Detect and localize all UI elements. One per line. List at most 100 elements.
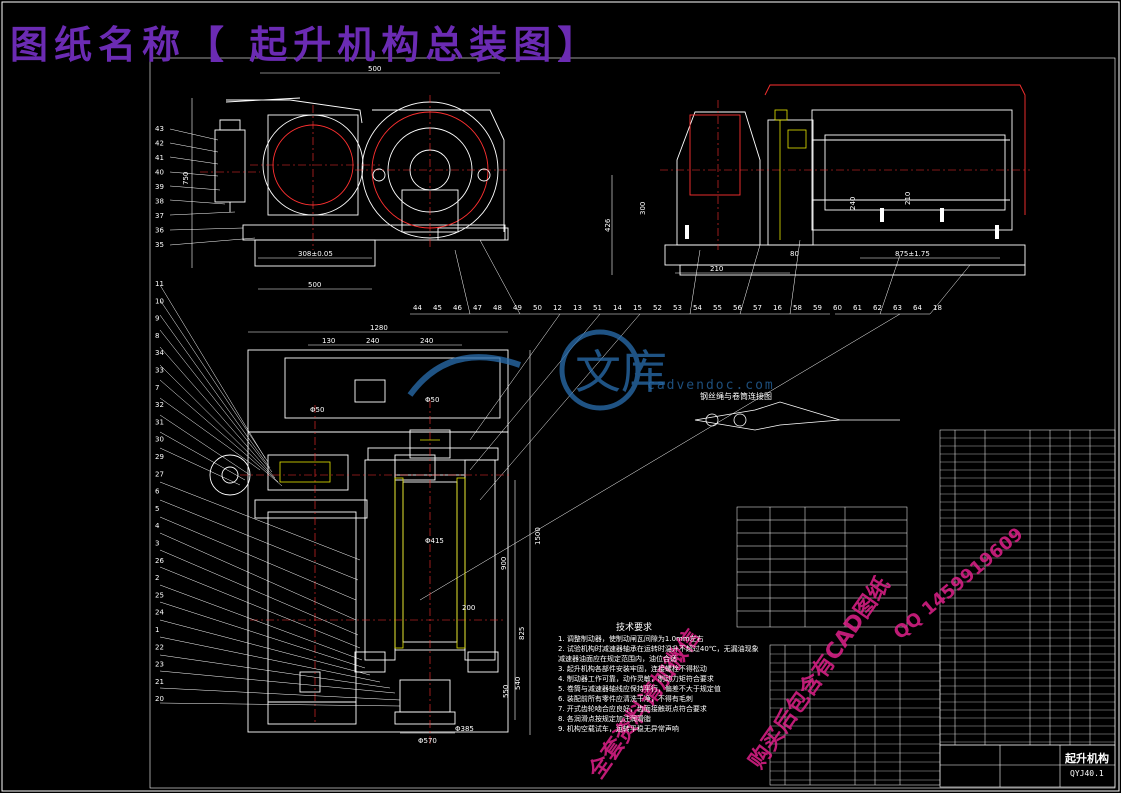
label-text: 240 — [849, 197, 857, 210]
label-text: 210 — [904, 192, 912, 205]
main-yellow-details — [279, 439, 466, 649]
label-text: 60 — [833, 304, 842, 312]
label-text: 4 — [155, 522, 160, 530]
label-text: Φ415 — [425, 537, 444, 545]
label-text: 80 — [790, 250, 799, 258]
label-text: 51 — [593, 304, 602, 312]
label-text: 13 — [573, 304, 582, 312]
label-text: 35 — [155, 241, 164, 249]
label-text: 540 — [514, 677, 522, 690]
label-text: 500 — [368, 65, 381, 73]
label-text: 34 — [155, 349, 164, 357]
label-text: 41 — [155, 154, 164, 162]
label-text: 1280 — [370, 324, 388, 332]
tech-requirement-item: 9. 机构空载试车，运转平稳无异常声响 — [558, 725, 679, 733]
label-text: 825 — [518, 627, 526, 640]
tech-requirement-item: 2. 试验机构时减速器轴承在运转时温升不超过40℃，无漏油现象 — [558, 645, 759, 653]
label-text: 10 — [155, 297, 164, 305]
label-text: 20 — [155, 695, 164, 703]
parts-list — [939, 429, 1116, 746]
label-text: 62 — [873, 304, 882, 312]
label-text: 59 — [813, 304, 822, 312]
label-text: 6 — [155, 488, 160, 496]
label-text: 550 — [502, 685, 510, 698]
label-text: 11 — [155, 280, 164, 288]
label-text: 426 — [604, 218, 612, 232]
lower-parts-list — [769, 644, 941, 786]
label-text: 49 — [513, 304, 522, 312]
label-text: 750 — [182, 172, 190, 185]
label-text: 39 — [155, 183, 164, 191]
drawing-title: 图纸名称【 起升机构总装图】 — [10, 22, 602, 67]
inset-label: 钢丝绳与卷筒连接图 — [700, 392, 772, 401]
top-left-view — [169, 72, 509, 290]
label-text: 875±1.75 — [895, 250, 930, 258]
label-text: 2 — [155, 574, 159, 582]
label-text: 30 — [155, 436, 164, 444]
tech-requirements-list: 1. 调整制动器，使制动闸瓦间隙为1.0mm左右 2. 试验机构时减速器轴承在运转… — [558, 634, 759, 734]
label-text: 8 — [155, 332, 159, 340]
label-text: 58 — [793, 304, 802, 312]
tech-requirement-item: 8. 各润滑点按规定加注润滑脂 — [558, 715, 651, 723]
label-text: 3 — [155, 540, 159, 548]
label-text: 31 — [155, 418, 164, 426]
watermark-logo: 文库 — [407, 329, 667, 411]
label-text: Φ385 — [455, 725, 474, 733]
label-text: 18 — [933, 304, 942, 312]
title-block — [939, 744, 1116, 788]
watermark-stamp-2: 购买后包含有CAD图纸 — [744, 572, 896, 773]
label-text: 29 — [155, 453, 164, 461]
label-text: 26 — [155, 557, 164, 565]
label-text: 50 — [533, 304, 542, 312]
label-text: 64 — [913, 304, 922, 312]
label-text: 47 — [473, 304, 482, 312]
label-text: 1500 — [534, 527, 542, 545]
label-text: 16 — [773, 304, 782, 312]
titleblock-drawing-name: 起升机构 — [1065, 752, 1109, 765]
label-text: 1 — [155, 626, 159, 634]
label-text: 130 — [322, 337, 335, 345]
top-left-centerlines — [200, 95, 510, 250]
label-text: 900 — [500, 557, 508, 570]
label-text: 25 — [155, 591, 164, 599]
label-text: 40 — [155, 169, 164, 177]
label-text: 33 — [155, 367, 164, 375]
tech-requirement-item: 4. 制动器工作可靠，动作灵敏，制动力矩符合要求 — [558, 675, 714, 683]
titleblock-drawing-code: QYJ40.1 — [1070, 769, 1104, 778]
label-text: Φ50 — [310, 406, 324, 414]
label-text: 61 — [853, 304, 862, 312]
tech-requirement-item: 1. 调整制动器，使制动闸瓦间隙为1.0mm左右 — [558, 635, 704, 643]
parts-list-rows — [940, 437, 1115, 743]
label-text: 57 — [753, 304, 762, 312]
label-text: 23 — [155, 661, 164, 669]
label-text: 15 — [633, 304, 642, 312]
label-text: 500 — [308, 281, 321, 289]
label-text: 300 — [639, 202, 647, 215]
label-text: 9 — [155, 315, 159, 323]
watermark-url: cadvendoc.com — [647, 378, 775, 393]
label-text: 200 — [462, 604, 475, 612]
label-text: 21 — [155, 678, 164, 686]
label-text: Φ570 — [418, 737, 437, 745]
label-text: 38 — [155, 198, 164, 206]
top-right-yellow-details — [774, 109, 807, 240]
label-text: 44 — [413, 304, 422, 312]
tech-requirements-title: 技术要求 — [616, 623, 653, 633]
label-text: 7 — [155, 384, 159, 392]
label-text: 37 — [155, 212, 164, 220]
top-right-view — [611, 84, 1026, 276]
label-text: Φ50 — [425, 396, 439, 404]
rope-drum-inset — [694, 401, 900, 431]
label-text: 27 — [155, 470, 164, 478]
watermark-stamp-3: QQ 1459919609 — [890, 524, 1028, 644]
label-text: 43 — [155, 125, 164, 133]
label-text: 210 — [710, 265, 723, 273]
label-text: 14 — [613, 304, 622, 312]
label-text: 53 — [673, 304, 682, 312]
watermark-logo-text: 文库 — [575, 345, 667, 399]
label-text: 22 — [155, 643, 164, 651]
top-right-centerlines — [660, 100, 1030, 250]
